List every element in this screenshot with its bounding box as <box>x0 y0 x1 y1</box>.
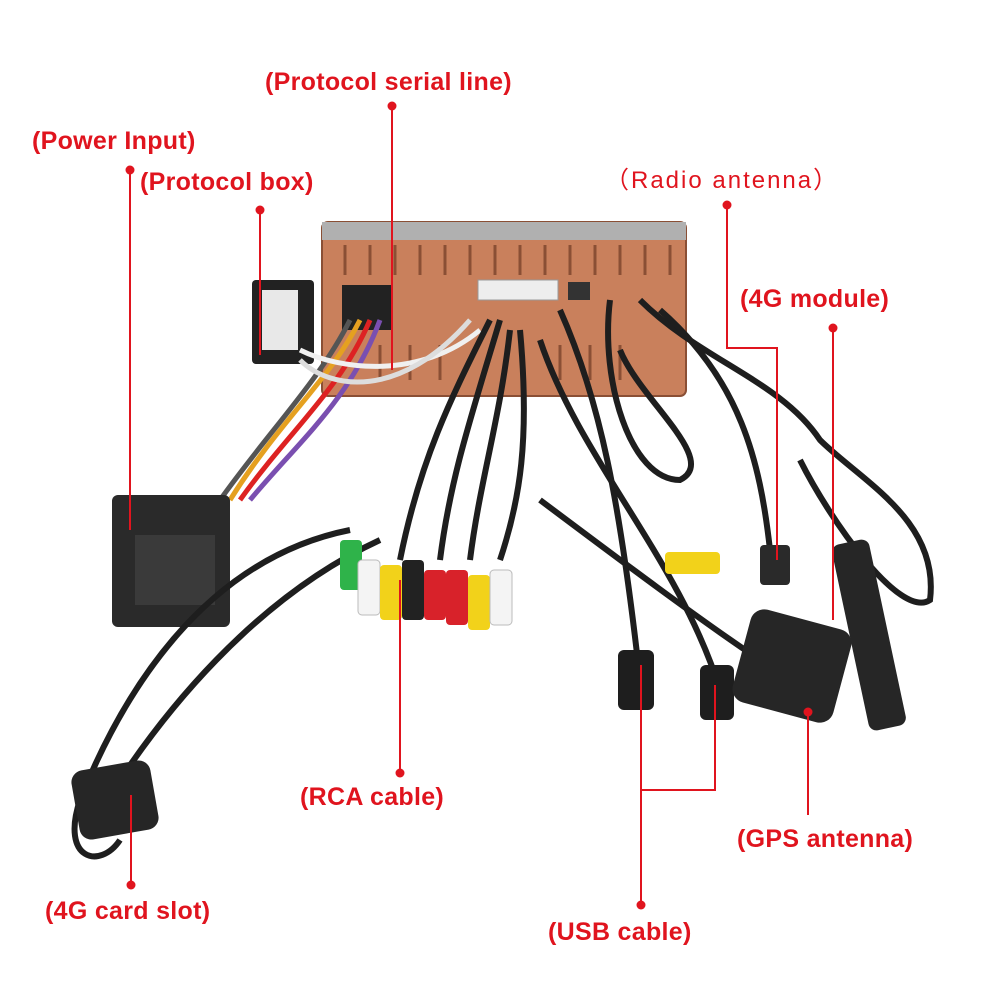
label-power-input: (Power Input) <box>32 127 196 155</box>
label-gps-antenna: (GPS antenna) <box>737 825 914 853</box>
usb-plug <box>618 650 654 710</box>
wire-harness <box>217 318 482 502</box>
label-4g-card-slot: (4G card slot) <box>45 897 211 925</box>
label-protocol-serial-line: (Protocol serial line) <box>265 68 512 96</box>
gps-antenna <box>732 609 852 723</box>
radio-antenna-plug <box>760 545 790 585</box>
callout-dots <box>125 101 838 910</box>
label-protocol-box: (Protocol box) <box>140 168 314 196</box>
rca-plugs <box>340 540 720 630</box>
usb-plug <box>700 665 734 720</box>
label-usb-cable: (USB cable) <box>548 918 692 946</box>
head-unit <box>321 221 687 397</box>
4g-module <box>832 539 906 731</box>
label-radio-antenna: （Radio antenna） <box>605 167 840 194</box>
label-rca-cable: (RCA cable) <box>300 783 445 811</box>
callout-lines <box>129 106 834 905</box>
4g-card-slot <box>71 760 159 840</box>
label-4g-module: (4G module) <box>740 285 890 313</box>
